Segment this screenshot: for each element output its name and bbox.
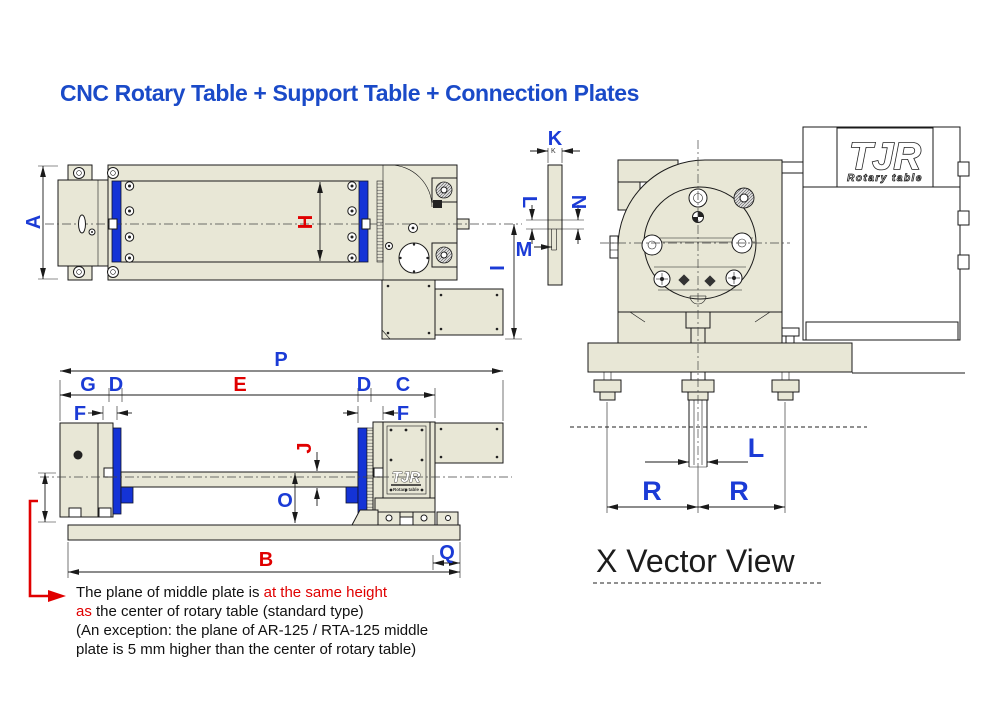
page-title: CNC Rotary Table + Support Table + Conne… <box>60 80 639 106</box>
base-plate-end-view <box>587 342 853 373</box>
dim-label-f-left: F <box>74 403 86 425</box>
dim-label-q: Q <box>439 542 455 564</box>
note-arrow-icon <box>28 499 66 602</box>
dim-label-e: E <box>233 374 246 396</box>
tjr-logo-subtitle: Rotary table <box>847 173 923 184</box>
tjr-logo-small: TJR Rotary table <box>391 469 421 492</box>
dim-label-j: J <box>294 442 316 453</box>
dim-label-h: H <box>295 215 317 229</box>
dim-label-l-plate: L <box>518 196 540 208</box>
note-line-3: (An exception: the plane of AR-125 / RTA… <box>76 622 429 639</box>
dim-label-c: C <box>396 374 410 396</box>
note-line-2: as the center of rotary table (standard … <box>76 603 364 620</box>
motor-housing-top-view <box>381 279 504 340</box>
dim-label-o: O <box>277 490 293 512</box>
vector-view-caption: X Vector View <box>596 543 796 579</box>
note-line-4: plate is 5 mm higher than the center of … <box>76 641 417 658</box>
dim-label-i: I <box>487 265 509 271</box>
top-view: A H I <box>23 164 522 340</box>
middle-plate-side-view <box>120 471 359 488</box>
dim-label-g: G <box>80 374 96 396</box>
dim-label-p: P <box>274 349 287 371</box>
mounting-bolts <box>593 372 800 468</box>
dim-label-d-right: D <box>357 374 371 396</box>
support-table-side-view <box>59 422 99 518</box>
side-view: TJR Rotary table P G D E D C <box>28 349 512 602</box>
table-bolt-holes <box>124 181 357 263</box>
tjr-logo-small-text: TJR <box>392 469 421 486</box>
dim-label-m: M <box>516 239 533 261</box>
dim-label-a: A <box>23 215 45 229</box>
rotary-table-top-view <box>385 177 470 274</box>
dim-label-f-right: F <box>397 403 409 425</box>
connection-plate-edge-view <box>547 164 563 286</box>
note-line-1: The plane of middle plate is at the same… <box>76 584 388 601</box>
dim-label-r-right: R <box>729 476 749 506</box>
dim-label-r-left: R <box>642 476 662 506</box>
dim-label-b: B <box>259 549 273 571</box>
dim-label-d-left: D <box>109 374 123 396</box>
dim-label-l-vector: L <box>748 433 765 463</box>
dim-label-k-small: K <box>551 148 556 155</box>
motor-box-side-view <box>434 422 504 464</box>
dim-label-k: K <box>548 128 563 150</box>
vector-view: TJR Rotary table <box>570 126 970 584</box>
dim-label-n: N <box>567 195 589 209</box>
base-plate-side-view <box>67 524 461 541</box>
tjr-logo-box <box>836 127 934 188</box>
note: The plane of middle plate is at the same… <box>76 583 496 659</box>
tjr-logo: TJR <box>849 136 921 178</box>
plate-view: K K L N M <box>516 128 589 286</box>
tjr-logo-small-subtitle: Rotary table <box>393 487 420 492</box>
face-bolts <box>389 428 424 492</box>
corner-bolts <box>73 167 119 278</box>
